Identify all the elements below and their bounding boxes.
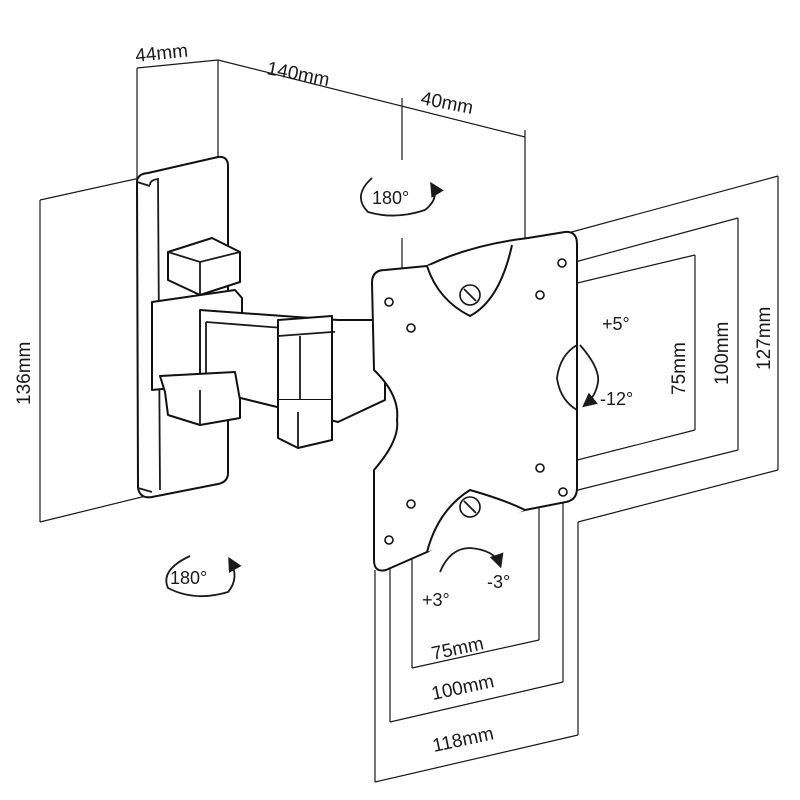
dim-head-offset: 40mm [419,88,475,119]
label-swivel-bottom: 180° [170,568,207,588]
upper-hinge-block [167,237,241,296]
label-tilt-down: -12° [600,389,633,409]
dim-arm-extension: 140mm [265,58,331,91]
vesa-plate [371,230,578,572]
label-level-minus: -3° [487,572,510,592]
dim-vesa-100-vertical: 100mm [712,322,733,385]
label-swivel-top: 180° [372,188,409,208]
dim-wall-plate-depth: 44mm [134,41,189,67]
swing-arm [151,289,386,449]
dim-plate-overall-width: 118mm [431,723,496,756]
dim-vesa-75-horizontal: 75mm [430,633,486,665]
label-level-plus: +3° [422,590,450,610]
dimension-line-left [39,177,151,523]
label-tilt-up: +5° [602,314,630,334]
rotation-arrows [165,177,600,598]
dimension-lines-right [547,175,779,523]
dim-plate-overall-height: 127mm [754,307,775,370]
dimension-lines-top [136,59,526,268]
dim-vesa-75-vertical: 75mm [669,342,690,395]
dim-wall-plate-height: 136mm [14,342,35,405]
